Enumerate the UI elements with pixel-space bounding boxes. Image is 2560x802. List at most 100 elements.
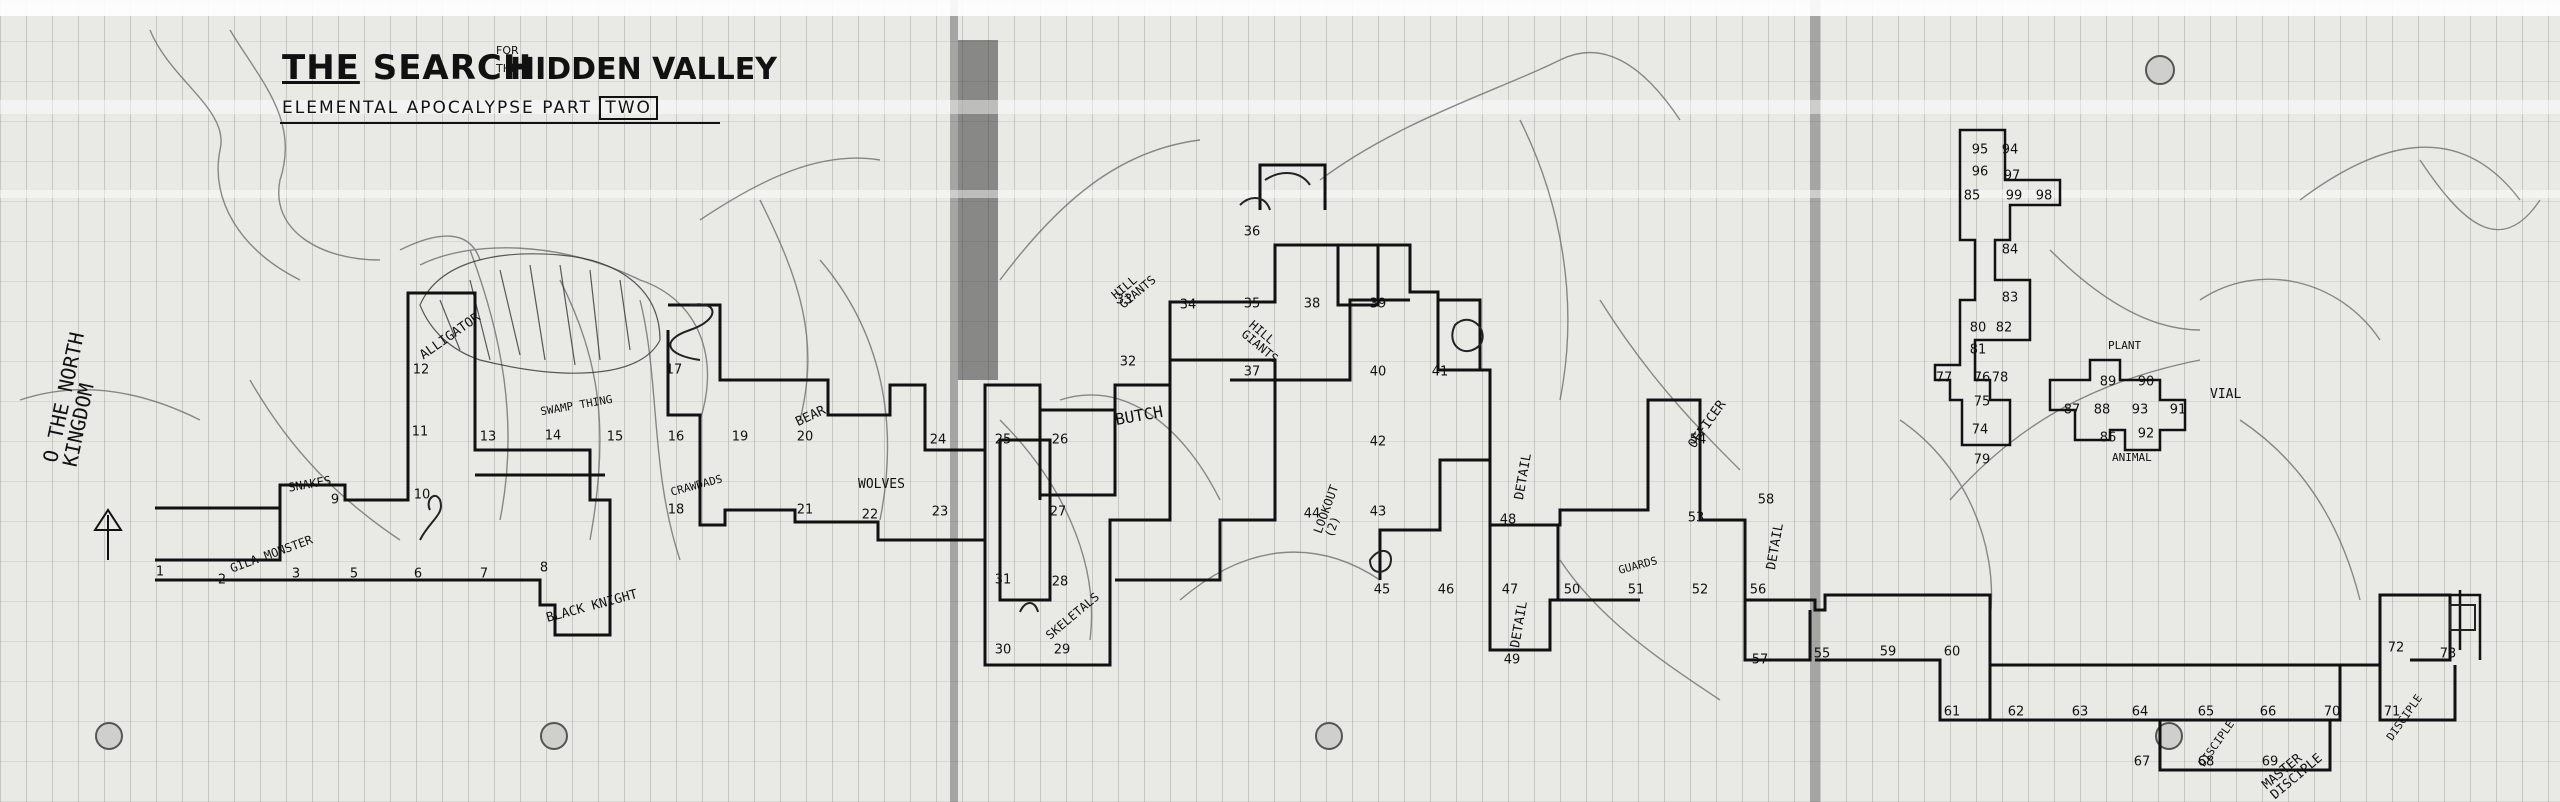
serpent-sketch xyxy=(669,303,714,361)
room-number-75: 75 xyxy=(1973,394,1991,410)
room-number-24: 24 xyxy=(929,432,947,448)
fold-highlight xyxy=(0,100,2560,114)
title-for: FOR xyxy=(496,44,519,57)
room-number-88: 88 xyxy=(2093,402,2111,418)
title-the: THE xyxy=(282,48,360,88)
room-number-81: 81 xyxy=(1969,342,1987,358)
room-number-97: 97 xyxy=(2003,168,2021,184)
room-number-9: 9 xyxy=(330,492,340,508)
gila-monster-sketch xyxy=(419,494,442,541)
paper-seam xyxy=(1810,0,1820,802)
tower-cluster xyxy=(1933,128,2482,660)
room-number-2: 2 xyxy=(217,572,227,588)
room-number-40: 40 xyxy=(1369,364,1387,380)
animal-label: ANIMAL xyxy=(2112,451,2152,464)
room-number-47: 47 xyxy=(1501,582,1519,598)
room-number-54: 55 xyxy=(1813,646,1831,662)
room-number-37: 37 xyxy=(1243,364,1261,380)
room-number-29: 29 xyxy=(1053,642,1071,658)
room-number-78: 78 xyxy=(1991,370,2009,386)
room-number-36: 36 xyxy=(1243,224,1261,240)
room-number-46: 46 xyxy=(1437,582,1455,598)
room-number-13: 13 xyxy=(479,429,497,445)
room-number-57: 57 xyxy=(1751,652,1769,668)
room-number-17: 17 xyxy=(665,362,683,378)
room-number-66: 66 xyxy=(2259,704,2277,720)
paper-seam xyxy=(950,0,958,802)
room-number-8: 8 xyxy=(539,560,549,576)
room-number-52: 52 xyxy=(1691,582,1709,598)
room-number-67: 67 xyxy=(2133,754,2151,770)
north-arrow xyxy=(93,508,123,560)
subtitle-part-box: TWO xyxy=(599,96,658,120)
room-number-39: 39 xyxy=(1369,296,1387,312)
map-title: THE SEARCH xyxy=(282,48,532,88)
binder-hole xyxy=(2145,55,2175,85)
room-number-60: 60 xyxy=(1943,644,1961,660)
skeleton-sketch xyxy=(1019,602,1039,613)
room-number-82: 82 xyxy=(1995,320,2013,336)
giant-sketch xyxy=(1239,197,1271,211)
room-number-43: 43 xyxy=(1369,504,1387,520)
room-number-14: 14 xyxy=(544,428,562,444)
room-number-65: 65 xyxy=(2197,704,2215,720)
room-number-76: 76 xyxy=(1973,370,1991,386)
room-number-90: 90 xyxy=(2137,374,2155,390)
room-number-96: 96 xyxy=(1971,164,1989,180)
room-number-53: 53 xyxy=(1687,510,1705,526)
plant-label: PLANT xyxy=(2108,339,2142,352)
room-number-71: 71 xyxy=(2383,704,2401,720)
title-search: SEARCH xyxy=(372,48,533,88)
room-number-85: 85 xyxy=(1963,188,1981,204)
room-number-27: 27 xyxy=(1049,504,1067,520)
wolves-label: WOLVES xyxy=(858,477,905,492)
room-number-11: 11 xyxy=(411,424,429,440)
room-number-86: 86 xyxy=(2099,430,2117,446)
room-number-23: 23 xyxy=(931,504,949,520)
room-number-38: 38 xyxy=(1303,296,1321,312)
room-number-80: 80 xyxy=(1969,320,1987,336)
treasure-sketch xyxy=(2449,604,2476,631)
room-number-59: 59 xyxy=(1879,644,1897,660)
title-underline xyxy=(280,122,720,124)
vial-label: VIAL xyxy=(2210,387,2242,402)
room-number-49: 49 xyxy=(1503,652,1521,668)
subtitle-text: ELEMENTAL APOCALYPSE PART xyxy=(282,98,592,118)
room-number-7: 7 xyxy=(479,566,489,582)
spider-sketch xyxy=(1451,318,1484,352)
room-number-15: 15 xyxy=(606,429,624,445)
room-number-30: 30 xyxy=(994,642,1012,658)
paper-seam xyxy=(958,40,998,380)
dungeon-walls xyxy=(155,163,2457,772)
room-number-99: 99 xyxy=(2005,188,2023,204)
room-number-91: 91 xyxy=(2169,402,2187,418)
binder-hole xyxy=(540,722,568,750)
giant-sketch xyxy=(1264,172,1311,186)
room-number-16: 16 xyxy=(667,429,685,445)
swamp-canopy xyxy=(419,253,661,374)
room-number-5: 5 xyxy=(349,566,359,582)
binder-hole xyxy=(95,722,123,750)
room-number-21: 21 xyxy=(796,502,814,518)
room-number-83: 83 xyxy=(2001,290,2019,306)
room-number-94: 94 xyxy=(2001,142,2019,158)
binder-hole xyxy=(1315,722,1343,750)
room-number-18: 18 xyxy=(667,502,685,518)
room-number-51: 51 xyxy=(1627,582,1645,598)
pencil-scribbles xyxy=(19,29,2541,701)
fold-highlight xyxy=(0,0,2560,16)
title-hidden-valley: HIDDEN VALLEY xyxy=(510,52,777,87)
room-number-72: 72 xyxy=(2387,640,2405,656)
room-number-22: 22 xyxy=(861,507,879,523)
room-number-89: 89 xyxy=(2099,374,2117,390)
room-number-63: 63 xyxy=(2071,704,2089,720)
room-number-64: 64 xyxy=(2131,704,2149,720)
room-number-3: 3 xyxy=(291,566,301,582)
room-number-61: 61 xyxy=(1943,704,1961,720)
room-number-44: 44 xyxy=(1303,506,1321,522)
room-number-1: 1 xyxy=(155,564,165,580)
room-number-20: 20 xyxy=(796,429,814,445)
room-number-42: 42 xyxy=(1369,434,1387,450)
